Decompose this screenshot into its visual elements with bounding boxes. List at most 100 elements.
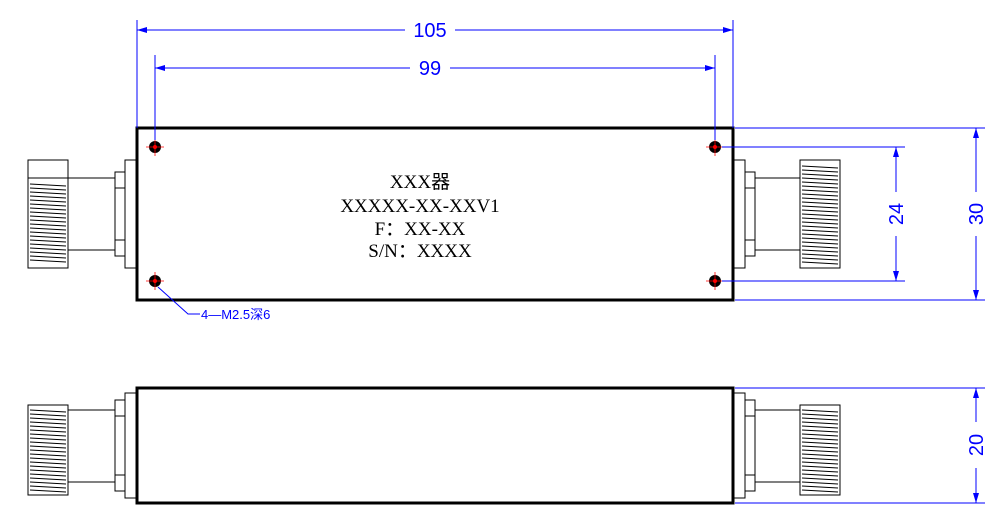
thread-line [801, 237, 839, 241]
thread-line [801, 197, 839, 201]
thread-line [801, 213, 839, 217]
thread-line [801, 473, 839, 477]
mounting-hole [146, 272, 164, 290]
side-view [27, 386, 841, 505]
thread-line [801, 437, 839, 441]
thread-line [29, 441, 67, 445]
frequency-label: F：XX-XX [375, 219, 466, 240]
thread-line [801, 173, 839, 177]
thread-line [801, 233, 839, 237]
thread-line [801, 469, 839, 473]
thread-line [29, 239, 67, 243]
dimension-30-text: 30 [966, 203, 988, 225]
thread-line [801, 465, 839, 469]
thread-line [29, 207, 67, 211]
thread-line [801, 445, 839, 449]
thread-line [801, 169, 839, 173]
dimension-hole-spacing-x: 99 [154, 55, 716, 140]
thread-line [801, 261, 839, 265]
thread-line [29, 429, 67, 433]
thread-line [29, 477, 67, 481]
thread-line [801, 461, 839, 465]
thread-line [801, 433, 839, 437]
thread-line [801, 181, 839, 185]
thread-line [801, 449, 839, 453]
dimension-overall-length: 105 [136, 20, 734, 128]
thread-line [29, 409, 67, 413]
thread-line [801, 477, 839, 481]
right-connector-side [732, 392, 841, 499]
thread-line [801, 409, 839, 413]
side-view-body [135, 386, 735, 505]
thread-line [29, 425, 67, 429]
dimension-24-text: 24 [886, 203, 908, 225]
thread-line [29, 417, 67, 421]
thread-line [801, 429, 839, 433]
thread-line [29, 195, 67, 199]
left-connector-side [27, 392, 138, 499]
thread-line [801, 221, 839, 225]
thread-line [29, 223, 67, 227]
thread-line [801, 205, 839, 209]
thread-line [801, 421, 839, 425]
thread-line [29, 445, 67, 449]
thread-line [29, 259, 67, 263]
thread-line [801, 185, 839, 189]
thread-line [801, 245, 839, 249]
serial-number: S/N：XXXX [368, 241, 472, 262]
thread-line [29, 485, 67, 489]
thread-line [801, 425, 839, 429]
dimension-105-text: 105 [413, 20, 446, 42]
thread-line [801, 177, 839, 181]
hole-callout-text: 4—M2.5深6 [201, 307, 270, 322]
thread-line [801, 189, 839, 193]
thread-line [801, 457, 839, 461]
thread-line [29, 457, 67, 461]
thread-line [801, 229, 839, 233]
thread-line [29, 243, 67, 247]
thread-line [29, 449, 67, 453]
dimension-20-text: 20 [966, 434, 988, 456]
thread-line [801, 193, 839, 197]
thread-line [801, 413, 839, 417]
thread-line [29, 481, 67, 485]
thread-line [801, 249, 839, 253]
thread-line [29, 215, 67, 219]
mounting-hole [706, 272, 724, 290]
thread-line [801, 217, 839, 221]
thread-line [29, 235, 67, 239]
thread-line [29, 251, 67, 255]
thread-line [801, 241, 839, 245]
thread-line [29, 219, 67, 223]
thread-line [29, 187, 67, 191]
device-name: XXX器 [390, 172, 450, 193]
thread-line [29, 421, 67, 425]
thread-line [801, 489, 839, 493]
thread-line [29, 247, 67, 251]
thread-line [29, 469, 67, 473]
thread-line [29, 191, 67, 195]
thread-line [29, 183, 67, 187]
model-number: XXXXX-XX-XXV1 [340, 196, 499, 217]
thread-line [801, 201, 839, 205]
thread-line [801, 485, 839, 489]
thread-line [29, 453, 67, 457]
right-connector-top [732, 159, 841, 269]
thread-line [29, 199, 67, 203]
hole-callout: 4—M2.5深6 [157, 286, 270, 322]
dimension-hole-spacing-y: 24 [722, 146, 908, 282]
thread-line [29, 489, 67, 493]
thread-line [29, 461, 67, 465]
mounting-hole [146, 138, 164, 156]
mounting-hole [706, 138, 724, 156]
thread-line [801, 165, 839, 169]
thread-line [801, 417, 839, 421]
thread-line [29, 231, 67, 235]
thread-line [801, 209, 839, 213]
thread-line [29, 413, 67, 417]
thread-line [801, 481, 839, 485]
thread-line [29, 211, 67, 215]
thread-line [29, 255, 67, 259]
dimension-body-height: 20 [735, 387, 988, 504]
